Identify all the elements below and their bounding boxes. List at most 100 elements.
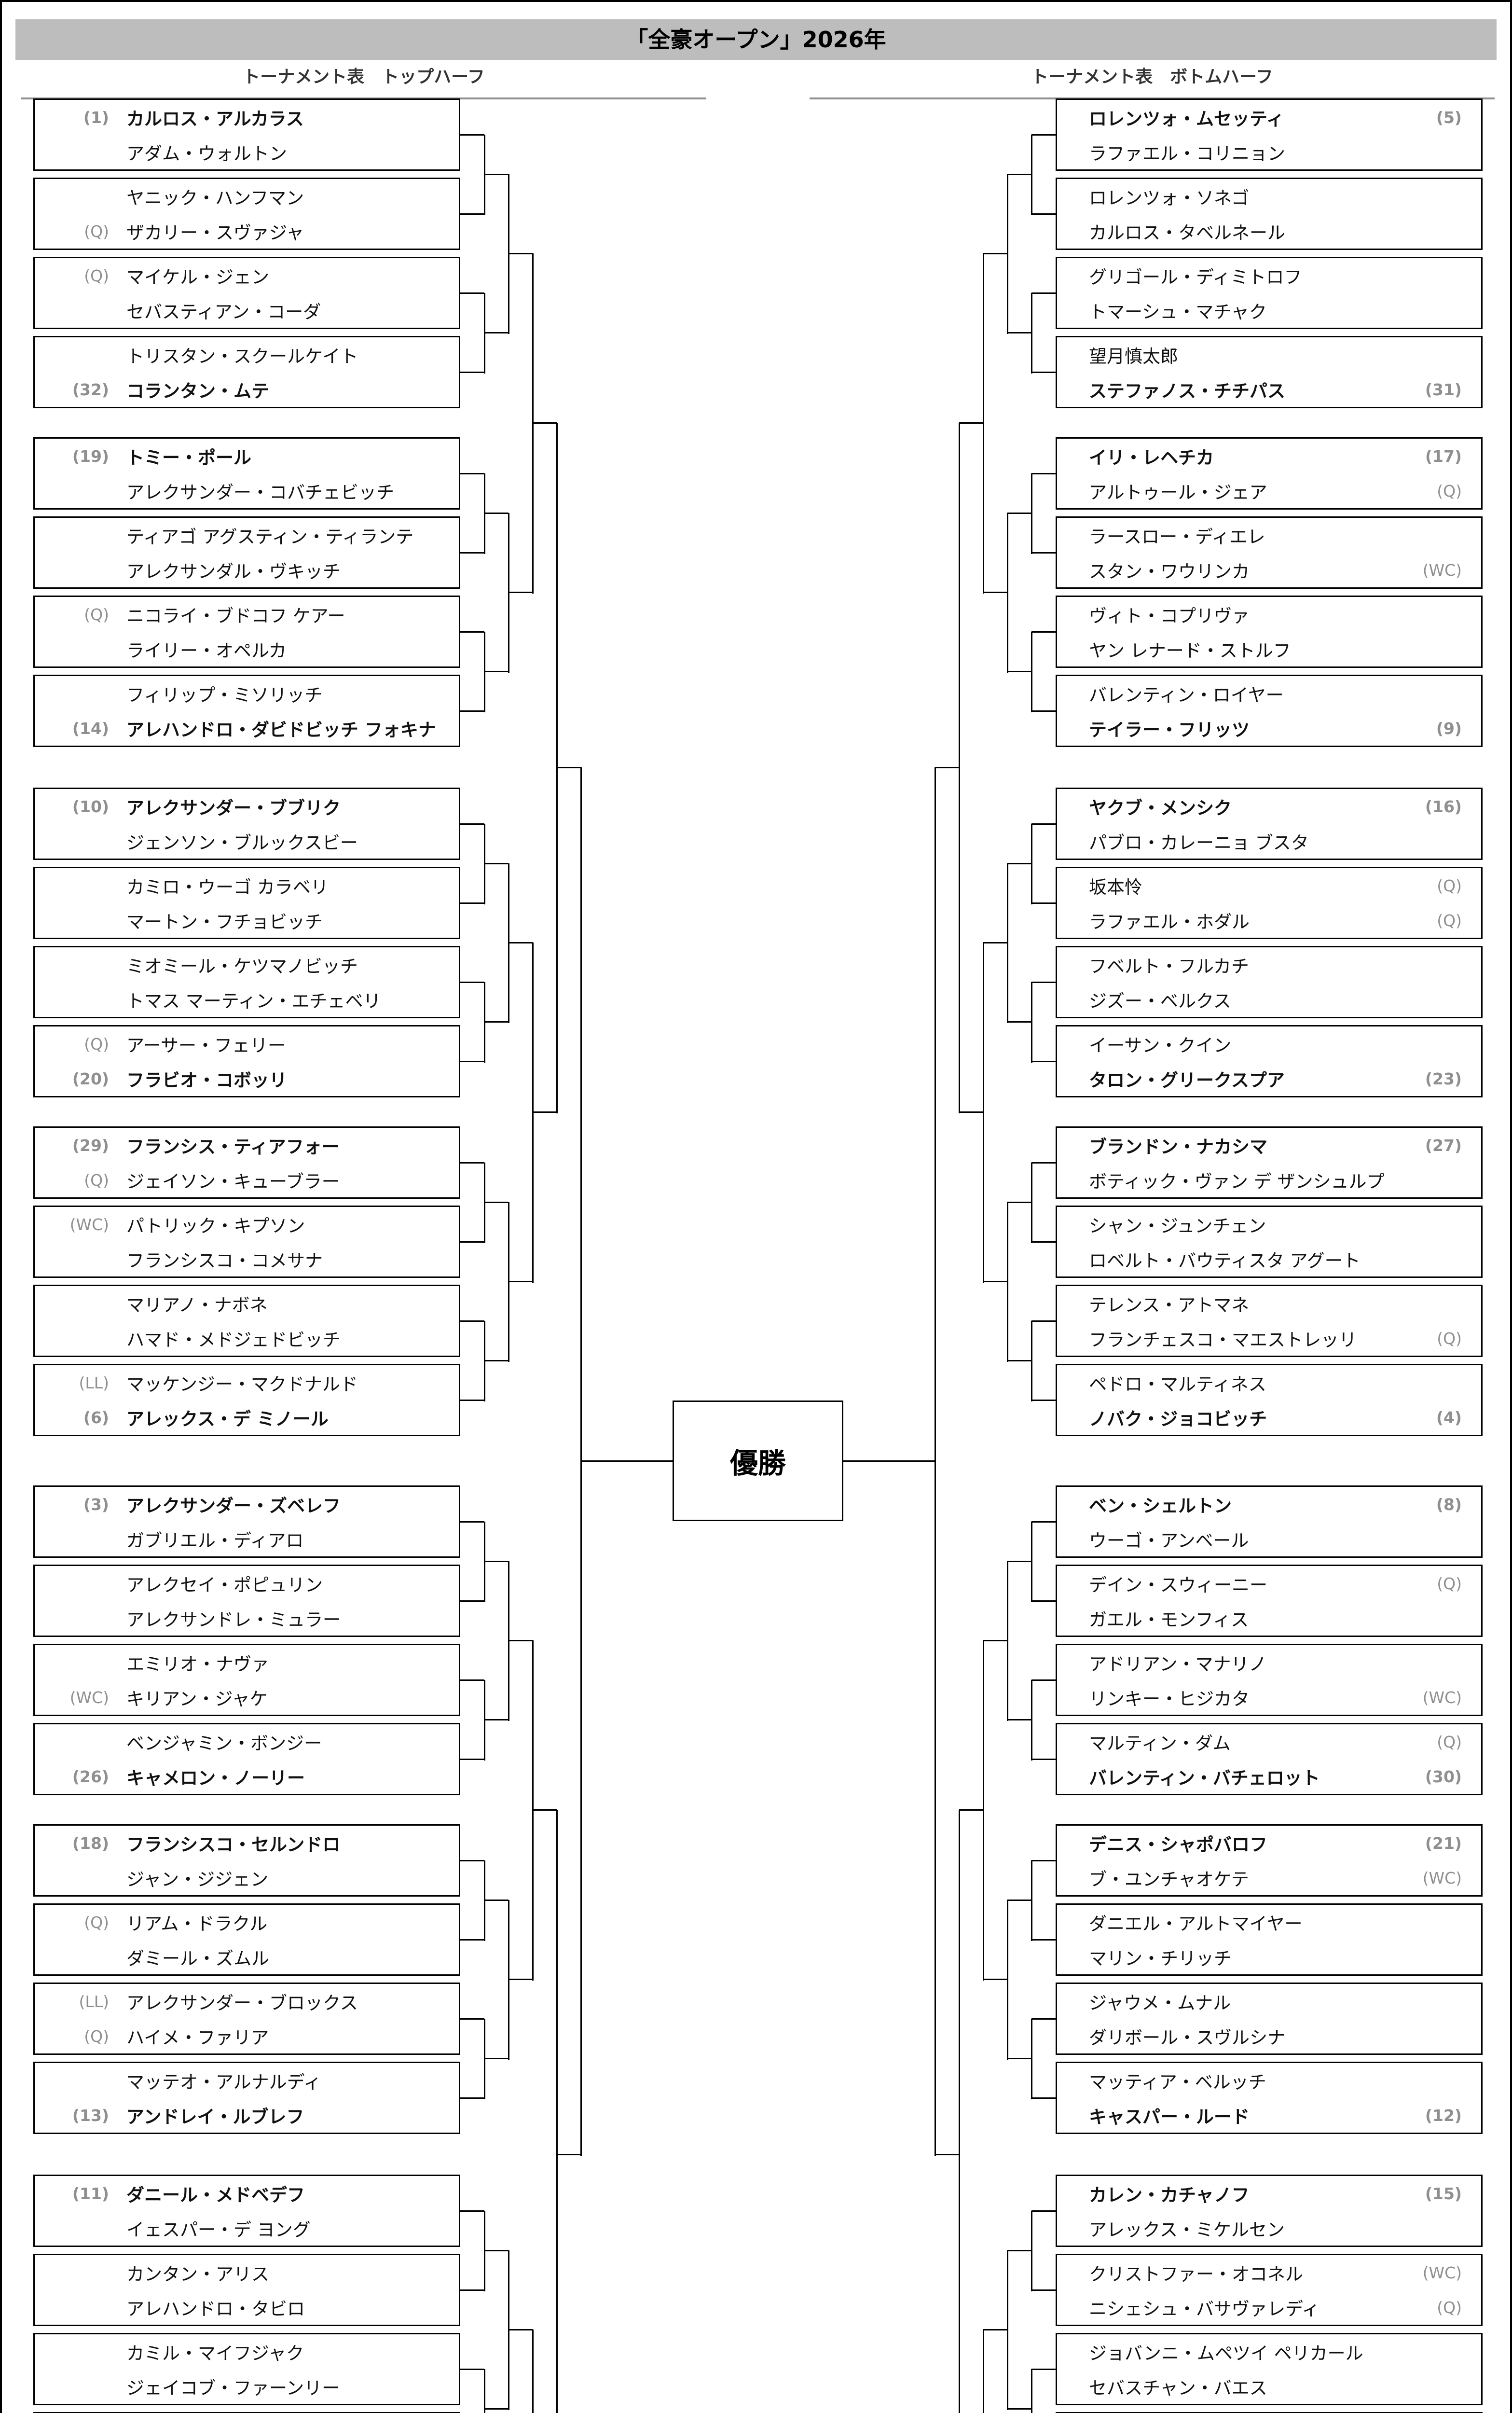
match-box: カミル・マイフジャクジェイコブ・ファーンリー (33, 2333, 460, 2405)
player-row: マリアノ・ナボネ (35, 1286, 459, 1321)
player-row: (WC)キリアン・ジャケ (35, 1680, 459, 1715)
seed-tag: (Q) (1437, 1732, 1462, 1751)
connector-hline (460, 2210, 484, 2212)
player-name: イーサン・クイン (1089, 1035, 1232, 1056)
player-row: ダリボール・スヴルシナ (1057, 2019, 1481, 2053)
connector-vline (508, 1202, 509, 1362)
player-name: ハイメ・ファリア (126, 2027, 269, 2048)
player-row: アレクセイ・ポピュリン (35, 1566, 459, 1601)
seed-tag: (Q) (84, 1913, 109, 1932)
player-name: キリアン・ジャケ (126, 1689, 268, 1709)
connector-hline (460, 902, 484, 904)
player-row: (6)アレックス・デ ミノール (35, 1400, 459, 1435)
match-box: ミオミール・ケツマノビッチトマス マーティン・エチェベリ (33, 946, 460, 1018)
player-name: イリ・レヘチカ (1089, 447, 1214, 468)
connector-vline (532, 943, 534, 1283)
match-box: (11)ダニール・メドベデフイェスパー・デ ヨング (33, 2175, 460, 2247)
match-box: マリアノ・ナボネハマド・メドジェドビッチ (33, 1285, 460, 1357)
connector-vline (508, 1900, 509, 2060)
player-row: ダニエル・アルトマイヤー (1057, 1905, 1481, 1940)
connector-vline (483, 1522, 485, 1602)
player-row: ボティック・ヴァン デ ザンシュルプ (1057, 1163, 1481, 1197)
connector-vline (1006, 1561, 1008, 1721)
player-name: アレクセイ・ポピュリン (126, 1575, 323, 1595)
connector-hline (484, 1201, 509, 1203)
seed-tag: (8) (1436, 1495, 1462, 1514)
player-row: ヤン レナード・ストルフ (1057, 632, 1481, 666)
connector-hline (484, 173, 509, 175)
connector-vline (483, 1321, 485, 1401)
player-row: アレクサンダル・ヴキッチ (35, 553, 459, 587)
connector-vline (1006, 174, 1008, 334)
seed-tag: (Q) (1437, 481, 1462, 500)
match-box: マルティン・ダム(Q)バレンティン・バチェロット(30) (1056, 1723, 1483, 1795)
player-row: ハマド・メドジェドビッチ (35, 1321, 459, 1356)
player-row: (Q)ジェイソン・キューブラー (35, 1163, 459, 1197)
player-name: マルティン・ダム (1089, 1733, 1231, 1754)
player-row: リンキー・ヒジカタ(WC) (1057, 1680, 1481, 1715)
player-name: ラファエル・コリニョン (1089, 143, 1285, 164)
player-name: バレンティン・ロイヤー (1089, 685, 1284, 706)
player-row: (LL)マッケンジー・マクドナルド (35, 1365, 459, 1400)
seed-tag: (26) (72, 1767, 109, 1786)
player-row: エミリオ・ナヴァ (35, 1645, 459, 1680)
connector-hline (1031, 213, 1056, 215)
player-row: (32)コランタン・ムテ (35, 372, 459, 407)
player-row: ロレンツォ・ムセッティ(5) (1057, 100, 1481, 135)
match-box: ラースロー・ディエレスタン・ワウリンカ(WC) (1056, 516, 1483, 589)
seed-tag: (WC) (1422, 2263, 1462, 2282)
match-box: クリストファー・オコネル(WC)ニシェシュ・バサヴァレディ(Q) (1056, 2254, 1483, 2326)
player-row: バレンティン・ロイヤー (1057, 676, 1481, 711)
connector-vline (532, 2330, 534, 2413)
connector-hline (1007, 173, 1031, 175)
player-name: ヤクブ・メンシク (1089, 798, 1232, 818)
match-box: カミロ・ウーゴ カラベリマートン・フチョビッチ (33, 867, 460, 939)
connector-hline (460, 292, 484, 294)
connector-vline (1031, 824, 1032, 904)
connector-hline (460, 1679, 484, 1681)
player-row: イェスパー・デ ヨング (35, 2211, 459, 2246)
match-box: ダニエル・アルトマイヤーマリン・チリッチ (1056, 1903, 1483, 1976)
player-row: (Q)ザカリー・スヴァジャ (35, 214, 459, 249)
match-box: イーサン・クインタロン・グリークスプア(23) (1056, 1025, 1483, 1097)
connector-hline (1031, 1600, 1056, 1602)
connector-hline (1007, 1201, 1031, 1203)
connector-vline (934, 767, 936, 2156)
player-row: (WC)パトリック・キプソン (35, 1207, 459, 1242)
connector-vline (1031, 1522, 1032, 1602)
connector-hline (1031, 1241, 1056, 1243)
connector-vline (508, 863, 509, 1023)
connector-hline (460, 552, 484, 554)
player-name: フランシス・ティアフォー (126, 1137, 340, 1157)
player-name: ベンジャミン・ボンジー (126, 1733, 322, 1754)
player-name: カレン・カチャノフ (1089, 2185, 1250, 2205)
player-name: ジェイソン・キューブラー (126, 1171, 340, 1192)
player-name: ダニール・メドベデフ (126, 2185, 305, 2205)
player-name: ジェイコブ・ファーンリー (126, 2378, 340, 2399)
connector-hline (935, 2153, 959, 2155)
seed-tag: (32) (72, 380, 109, 399)
match-box: アドリアン・マナリノリンキー・ヒジカタ(WC) (1056, 1644, 1483, 1716)
seed-tag: (WC) (1422, 1868, 1462, 1887)
match-box: ヴィト・コプリヴァヤン レナード・ストルフ (1056, 596, 1483, 668)
player-name: カミロ・ウーゴ カラベリ (126, 877, 329, 898)
player-row: ミオミール・ケツマノビッチ (35, 947, 459, 982)
player-name: フラビオ・コボッリ (126, 1070, 287, 1091)
player-row: フランチェスコ・マエストレッリ(Q) (1057, 1321, 1481, 1356)
player-name: フランシスコ・コメサナ (126, 1250, 323, 1271)
player-name: ヴィト・コプリヴァ (1089, 606, 1250, 626)
match-box: フィリップ・ミソリッチ(14)アレハンドロ・ダビドビッチ フォキナ (33, 675, 460, 747)
player-name: ハマド・メドジェドビッチ (126, 1330, 341, 1350)
player-row: ステファノス・チチパス(31) (1057, 372, 1481, 407)
connector-hline (460, 823, 484, 825)
player-name: シャン・ジュンチェン (1089, 1216, 1266, 1236)
connector-vline (1031, 473, 1032, 554)
player-row: (19)トミー・ポール (35, 439, 459, 473)
match-box: マッテオ・アルナルディ(13)アンドレイ・ルブレフ (33, 2062, 460, 2134)
top-half-heading: トーナメント表 トップハーフ (243, 67, 485, 87)
connector-hline (1007, 1359, 1031, 1361)
match-box: ティアゴ アグスティン・ティランテアレクサンダル・ヴキッチ (33, 516, 460, 589)
match-box: (3)アレクサンダー・ズベレフガブリエル・ディアロ (33, 1485, 460, 1558)
connector-hline (1031, 1521, 1056, 1523)
connector-vline (483, 2211, 485, 2291)
